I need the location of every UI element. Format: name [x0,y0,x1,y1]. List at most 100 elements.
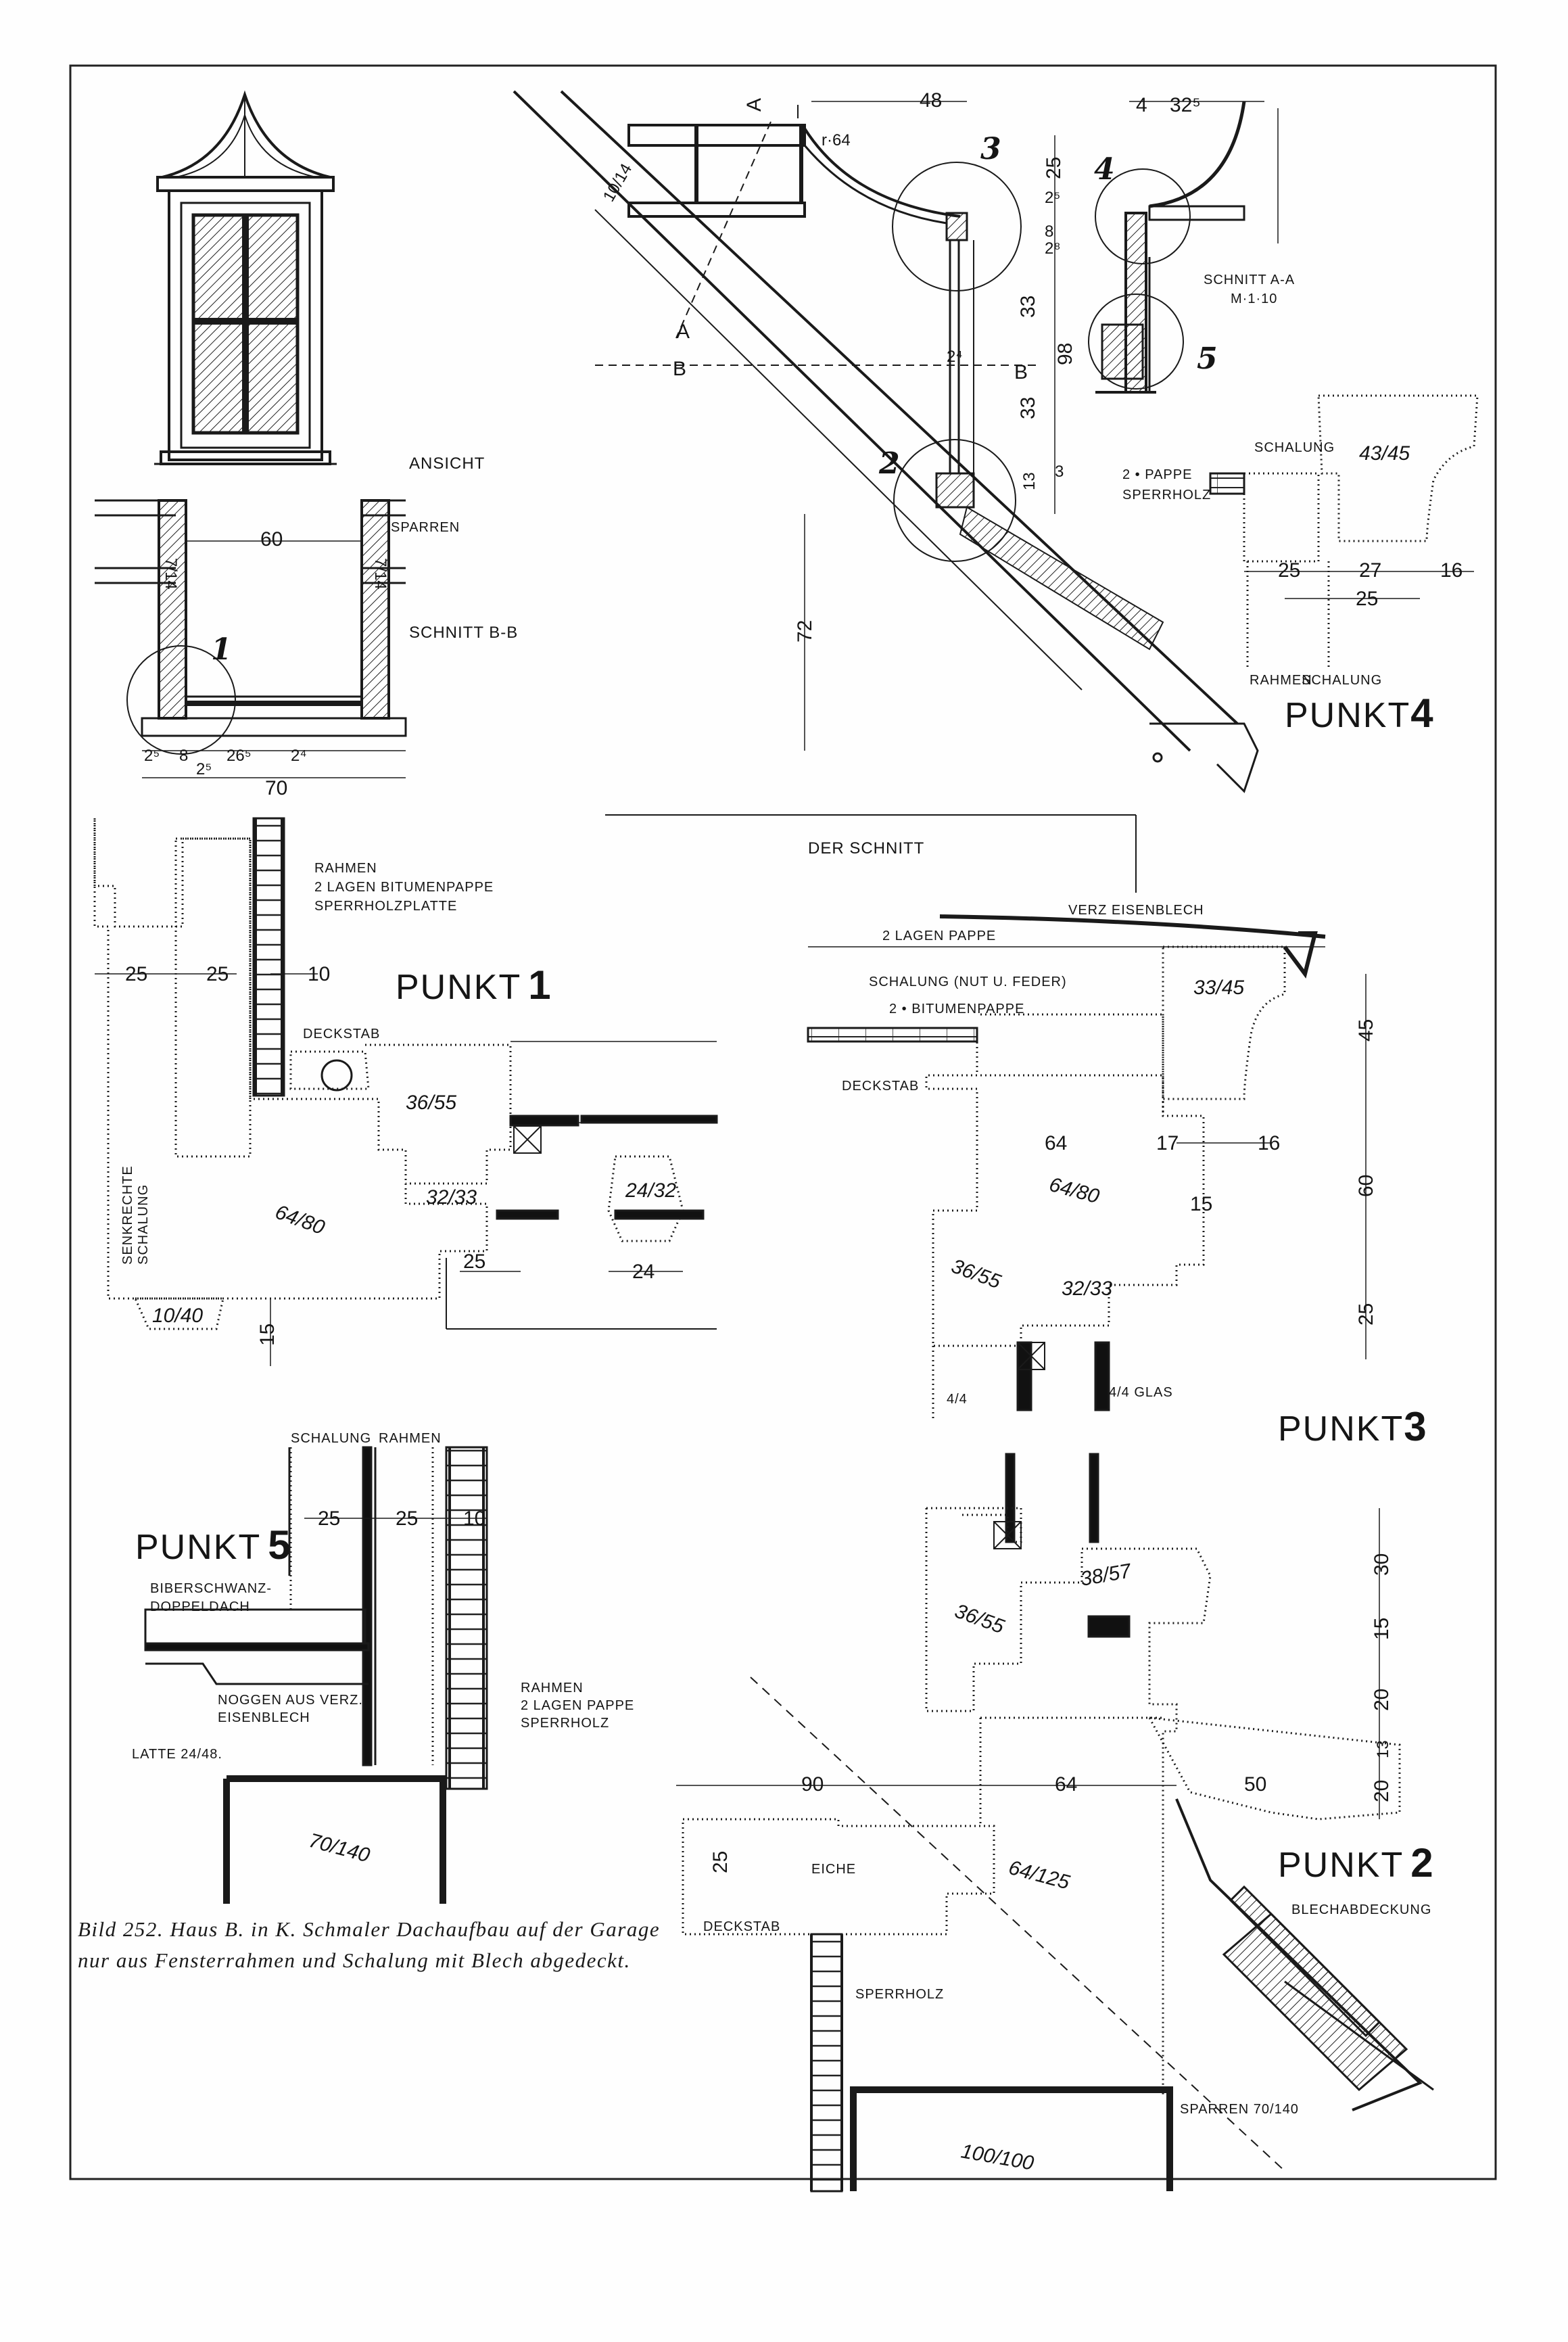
punkt3-title: PUNKT3 [1278,1404,1428,1449]
punkt2-detail [676,1453,1434,2193]
marker-5: 5 [1197,342,1218,376]
dim-bb-8: 8 [179,747,188,765]
marker-a-left: A [676,321,690,343]
dim-72: 72 [794,620,816,642]
main-section-view [513,90,1259,893]
dim-48: 48 [920,89,942,112]
p2-dim-13: 13 [1374,1740,1392,1758]
p3-dim-60: 60 [1355,1175,1377,1197]
p5-noggen-label: NOGGEN AUS VERZ. [218,1693,363,1708]
p3-mat-4-4: 4/4 [947,1392,968,1407]
marker-b-right: B [1014,361,1028,383]
p1-rahmen-label: RAHMEN [314,861,377,876]
mat-7-14b: 7/14 [371,558,389,590]
p3-bitumenpappe-label: 2 • BITUMENPAPPE [889,1002,1024,1016]
p3-mat-64-80: 64/80 [1047,1173,1101,1208]
p1-dim-10: 10 [308,963,330,985]
punkt3-detail [807,914,1367,1420]
p1-dim-25a: 25 [125,963,147,985]
dim-bb-2-5b: 2⁵ [196,760,212,778]
ansicht-view [154,90,337,465]
caption-line-2: nur aus Fensterrahmen und Schalung mit B… [78,1948,631,1972]
p3-schalung-label: SCHALUNG (NUT U. FEDER) [869,975,1067,989]
p5-latte-label: LATTE 24/48. [132,1747,222,1762]
dim-8b: 8 [1045,223,1053,241]
p2-mat-36-55: 36/55 [952,1600,1007,1639]
p2-dim-90: 90 [801,1773,824,1796]
marker-3: 3 [980,132,1001,166]
p1-dim-15: 15 [256,1324,279,1346]
p3-dim-45: 45 [1355,1019,1377,1041]
p3-dim-64: 64 [1045,1132,1067,1154]
mat-43-45: 43/45 [1359,442,1410,465]
ansicht-label: ANSICHT [409,454,485,473]
marker-2: 2 [878,446,900,481]
punkt5-detail [144,1446,488,1904]
p2-sperrholz-label: SPERRHOLZ [855,1987,944,2002]
mat-7-14a: 7/14 [162,558,180,590]
p5-eisenblech-label: EISENBLECH [218,1710,310,1725]
dim-bb-2-5a: 2⁵ [144,747,160,765]
p2-dim-25: 25 [709,1851,732,1873]
marker-4: 4 [1094,152,1115,187]
p5-dim-10: 10 [463,1507,485,1530]
punkt4-detail [1209,394,1479,670]
p2-mat-38-57: 38/57 [1078,1560,1133,1591]
sparren-label: SPARREN [391,520,460,535]
p1-schalung-label: SCHALUNG [136,1184,151,1265]
p1-sperrholzplatte-label: SPERRHOLZPLATTE [314,899,457,914]
p1-mat-36-55: 36/55 [406,1092,456,1114]
dim-2-8: 2⁸ [1045,239,1060,258]
schnitt-aa-scale: M·1·10 [1231,291,1277,306]
p1-dim-25b: 25 [206,963,229,985]
p3-mat-32-33: 32/33 [1062,1278,1112,1300]
schnitt-bb-view [95,499,407,778]
p2-dim-50: 50 [1244,1773,1266,1796]
figure-caption: Bild 252. Haus B. in K. Schmaler Dachauf… [78,1914,754,1976]
dim-33b: 33 [1017,397,1039,419]
punkt4-title: PUNKT4 [1285,690,1435,736]
dim-r64: r·64 [822,131,851,149]
p5-biberschwanz-label: BIBERSCHWANZ- [150,1581,272,1596]
p1-mat-24-32: 24/32 [625,1179,676,1202]
p3-pappe-label: 2 LAGEN PAPPE [882,929,996,943]
p3-dim-25: 25 [1355,1303,1377,1326]
dim-bb-26-5: 26⁵ [227,747,252,765]
schnitt-aa-label: SCHNITT A-A [1204,273,1295,287]
p4-dim-16: 16 [1440,559,1463,582]
p4-pappe-label: 2 • PAPPE [1122,467,1192,482]
dim-2-5c: 2⁵ [1045,189,1060,207]
marker-b-left: B [673,358,686,380]
p5-dim-25a: 25 [318,1507,340,1530]
p2-mat-64-125: 64/125 [1006,1856,1072,1894]
p2-deckstab-label: DECKSTAB [703,1919,780,1934]
p2-dim-20b: 20 [1371,1780,1393,1802]
p1-dim-25c: 25 [463,1250,485,1273]
marker-1: 1 [211,632,232,667]
p2-dim-20a: 20 [1371,1689,1393,1711]
p3-glas-label: 4/4 GLAS [1109,1385,1173,1400]
p1-deckstab-label: DECKSTAB [303,1027,380,1041]
caption-line-1: Bild 252. Haus B. in K. Schmaler Dachauf… [78,1917,661,1941]
p4-dim-25b: 25 [1356,588,1378,610]
p4-schalung-label: SCHALUNG [1254,440,1335,455]
dim-33a: 33 [1017,296,1039,318]
p3-dim-16: 16 [1258,1132,1280,1154]
p2-blechabdeckung-label: BLECHABDECKUNG [1291,1902,1431,1917]
p1-dim-24: 24 [632,1261,655,1283]
schnitt-aa-view [1088,101,1279,394]
mat-10-14: 10/14 [600,160,636,205]
dim-3: 3 [1055,463,1064,481]
p2-mat-100-100: 100/100 [959,2140,1036,2174]
sheet-frame [69,64,1497,2180]
p4-dim-27: 27 [1359,559,1381,582]
p5-schalung-label: SCHALUNG [291,1431,371,1446]
p4-dim-25: 25 [1278,559,1300,582]
der-schnitt-label: DER SCHNITT [808,839,924,858]
dim-2-4b: 2⁴ [947,348,963,366]
p5-rahmen-b-label: RAHMEN [521,1681,584,1695]
p1-bitumenpappe-label: 2 LAGEN BITUMENPAPPE [314,880,494,895]
